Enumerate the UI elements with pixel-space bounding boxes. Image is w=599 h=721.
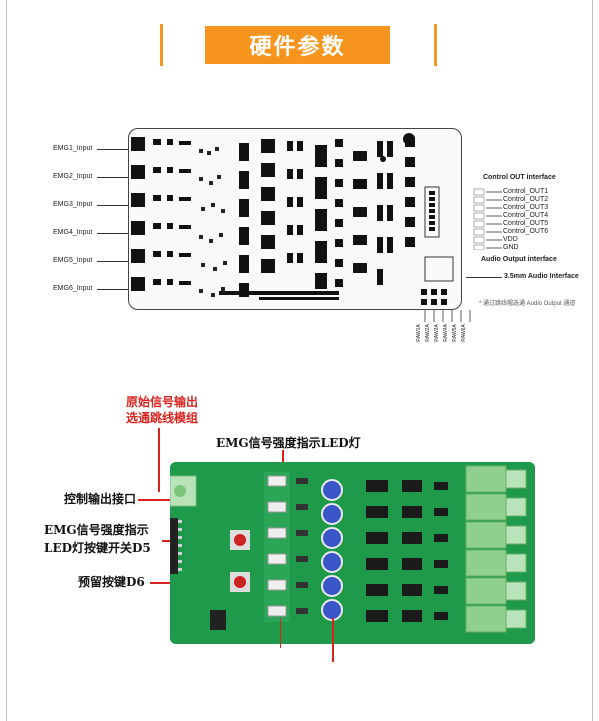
led-switch-label-line2: LED灯按键开关D5 xyxy=(44,541,151,555)
page-frame xyxy=(6,0,593,721)
input-line-4 xyxy=(97,233,128,234)
led-switch-label-line1: EMG信号强度指示 xyxy=(44,523,149,537)
control-out-label-6: Control_OUT6 xyxy=(503,228,549,235)
control-out-label-gnd: GND xyxy=(503,244,519,251)
jumper-label-5: RAW5A xyxy=(451,324,458,342)
led-switch-label: EMG信号强度指示 LED灯按键开关D5 xyxy=(44,521,151,557)
jumper-label-2: RAW2A xyxy=(424,324,431,342)
raw-signal-leader xyxy=(158,428,160,492)
audio-interface-label: 3.5mm Audio Interface xyxy=(504,273,579,280)
pcb-layout-drawing xyxy=(131,133,454,305)
title-right-bar xyxy=(434,24,437,66)
led-leader-bottom xyxy=(332,618,334,662)
input-label-2: EMG2_Input xyxy=(53,173,93,180)
control-out-port-label: 控制输出接口 xyxy=(64,492,137,506)
control-out-label-3: Control_OUT3 xyxy=(503,204,549,211)
raw-signal-label: 原始信号输出 选通跳线模组 xyxy=(126,394,198,426)
led-leader-bottom-2 xyxy=(280,618,281,648)
input-line-5 xyxy=(97,261,128,262)
control-out-label-4: Control_OUT4 xyxy=(503,212,549,219)
control-out-label-vdd: VDD xyxy=(503,236,518,243)
raw-signal-label-line1: 原始信号输出 xyxy=(126,395,199,409)
reserved-button-label: 预留按键D6 xyxy=(78,575,145,589)
input-label-6: EMG6_Input xyxy=(53,285,93,292)
control-out-label-2: Control_OUT2 xyxy=(503,196,549,203)
jumper-label-3: RAW3A xyxy=(433,324,440,342)
input-label-1: EMG1_Input xyxy=(53,145,93,152)
control-out-leader-lines xyxy=(473,188,502,250)
led-indicator-label: EMG信号强度指示LED灯 xyxy=(216,436,361,450)
pcb-board-drawing xyxy=(170,462,535,644)
jumper-label-6: RAW6A xyxy=(460,324,467,342)
jumper-label-4: RAW4A xyxy=(442,324,449,342)
control-out-leader xyxy=(138,499,178,501)
jumper-leader-lines xyxy=(424,310,471,322)
jumper-note: * 通过跳线帽选通 Audio Output 通道 xyxy=(479,301,576,307)
pcb-photo-bottom xyxy=(170,462,535,644)
input-label-4: EMG4_Input xyxy=(53,229,93,236)
pcb-schematic-top xyxy=(128,128,462,310)
control-out-label-1: Control_OUT1 xyxy=(503,188,549,195)
control-out-header: Control OUT interface xyxy=(483,174,556,181)
audio-out-header: Audio Output interface xyxy=(481,256,557,263)
input-line-6 xyxy=(97,289,128,290)
control-out-label-5: Control_OUT5 xyxy=(503,220,549,227)
page-title: 硬件参数 xyxy=(205,26,390,64)
raw-signal-label-line2: 选通跳线模组 xyxy=(126,411,199,425)
input-label-3: EMG3_Input xyxy=(53,201,93,208)
input-line-3 xyxy=(97,205,128,206)
input-line-1 xyxy=(97,149,128,150)
jumper-label-1: RAW1A xyxy=(415,324,422,342)
title-left-bar xyxy=(160,24,163,66)
audio-leader-line xyxy=(466,277,502,278)
input-label-5: EMG5_Input xyxy=(53,257,93,264)
input-line-2 xyxy=(97,177,128,178)
